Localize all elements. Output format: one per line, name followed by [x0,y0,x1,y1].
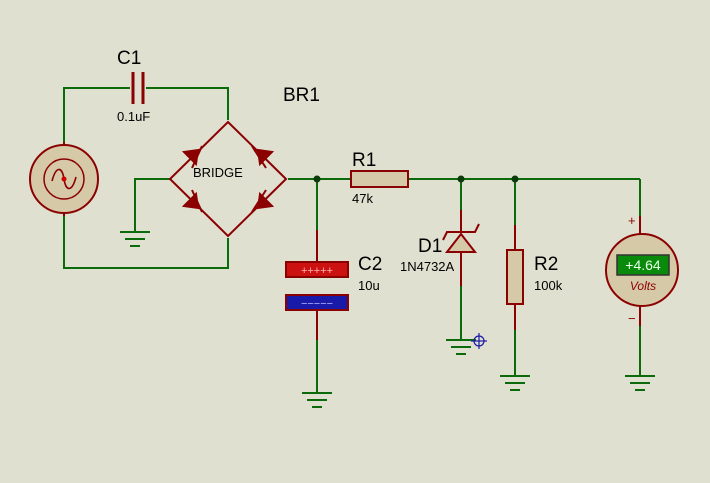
ground-icon [446,339,476,355]
ac-source-center-dot [61,176,67,182]
c2-positive-marks: +++++ [301,265,333,277]
r2-value-label: 100k [534,278,563,293]
d1-value-label: 1N4732A [400,259,455,274]
junction-dot [511,175,519,183]
bridge-diode-icon [181,189,203,213]
ac-voltage-source[interactable] [29,142,99,216]
ground-icon [625,375,655,391]
wire-c1-bridge [146,87,229,120]
c1-ref-label: C1 [117,48,141,69]
voltmeter-plus-sign: + [628,213,636,228]
junctions [313,175,519,183]
capacitor-c1[interactable]: C1 0.1uF [117,48,150,124]
voltmeter-reading: +4.64 [625,257,661,273]
junction-dot [457,175,465,183]
voltmeter-minus-sign: − [628,311,636,326]
d1-triangle [444,232,478,253]
ac-source-inner-ring [43,158,85,200]
r1-ref-label: R1 [352,150,376,171]
ground-icon [500,375,530,391]
r2-body [506,249,524,305]
c2-ref-label: C2 [358,254,382,275]
r1-value-label: 47k [352,191,373,206]
dc-voltmeter[interactable]: +4.64 Volts + − [605,213,679,326]
c2-negative-marks: −−−−− [301,298,333,310]
bridge-rectifier-br1[interactable]: BRIDGE BR1 [168,85,320,238]
crosshair-cursor-icon [471,333,487,349]
resistor-r1[interactable]: R1 47k [350,150,409,206]
ground-symbols [120,231,655,408]
junction-dot [313,175,321,183]
c2-value-label: 10u [358,278,380,293]
voltmeter-display [616,254,670,276]
ground-icon [302,392,332,408]
bridge-diode-icon [181,145,203,169]
c2-negative-plate [285,294,349,311]
c1-value-label: 0.1uF [117,109,150,124]
c2-positive-plate [285,261,349,278]
bridge-diode-icon [251,189,275,213]
wire-source-top [63,87,130,142]
r1-body [350,170,409,188]
capacitor-c2[interactable]: +++++ −−−−− C2 10u [285,230,382,340]
d1-ref-label: D1 [418,236,442,257]
bridge-outline [168,120,288,238]
wire-source-bottom [63,216,229,269]
ground-icon [120,231,150,247]
r2-ref-label: R2 [534,254,558,275]
bridge-value-label: BRIDGE [193,165,243,180]
wires [63,87,641,393]
resistor-r2[interactable]: R2 100k [506,225,563,330]
d1-cathode-bar [442,223,480,241]
zener-diode-d1[interactable]: D1 1N4732A [400,210,480,286]
bridge-diode-icon [251,145,275,169]
voltmeter-unit: Volts [630,279,656,293]
bridge-ref-label: BR1 [283,85,320,106]
wire-bridge-gnd [134,178,170,232]
